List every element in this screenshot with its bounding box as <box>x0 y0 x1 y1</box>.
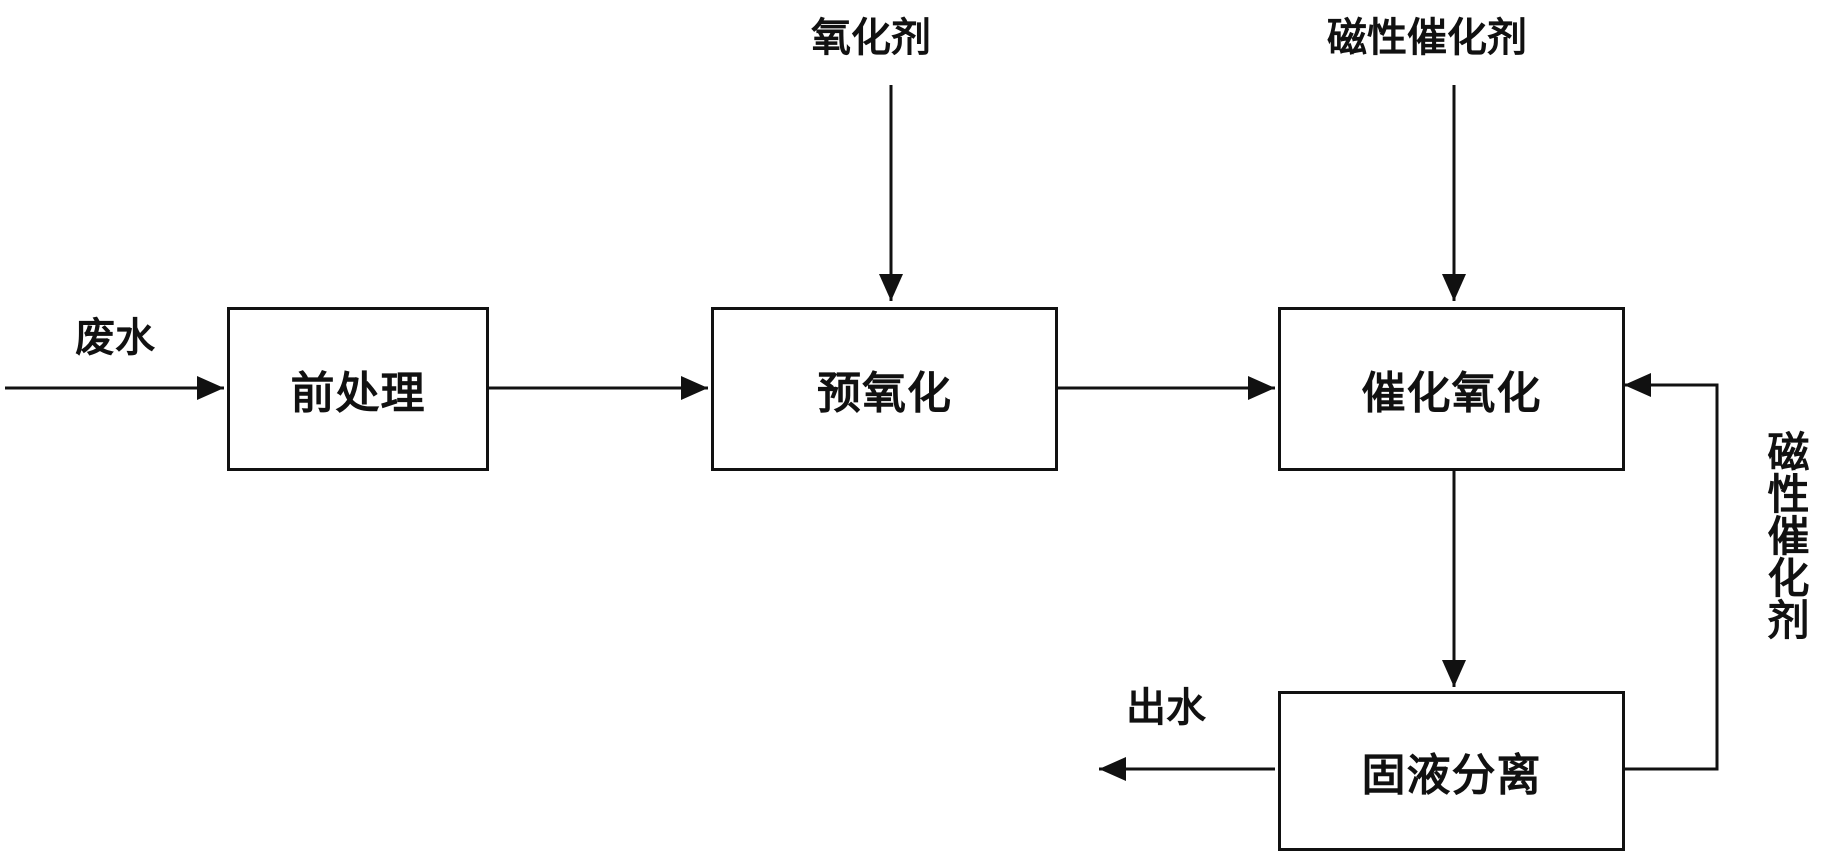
arrow-catalyst-recycle <box>1622 373 1719 771</box>
magnetic-catalyst-recycle-label: 磁性催化剂 <box>1761 430 1810 640</box>
solid-liquid-separation-label: 固液分离 <box>1361 750 1542 801</box>
preoxidation-box: 预氧化 <box>711 307 1058 471</box>
wastewater-in-label: 废水 <box>75 315 155 361</box>
pretreatment-box: 前处理 <box>227 307 489 471</box>
effluent-out-label: 出水 <box>1126 685 1206 731</box>
solid-liquid-separation-box: 固液分离 <box>1278 691 1625 851</box>
catalytic-oxidation-label: 催化氧化 <box>1361 368 1542 419</box>
oxidant-label: 氧化剂 <box>811 15 931 61</box>
magnetic-catalyst-input-label: 磁性催化剂 <box>1327 15 1527 61</box>
preoxidation-label: 预氧化 <box>817 368 952 419</box>
catalytic-oxidation-box: 催化氧化 <box>1278 307 1625 471</box>
pretreatment-label: 前处理 <box>290 368 426 419</box>
